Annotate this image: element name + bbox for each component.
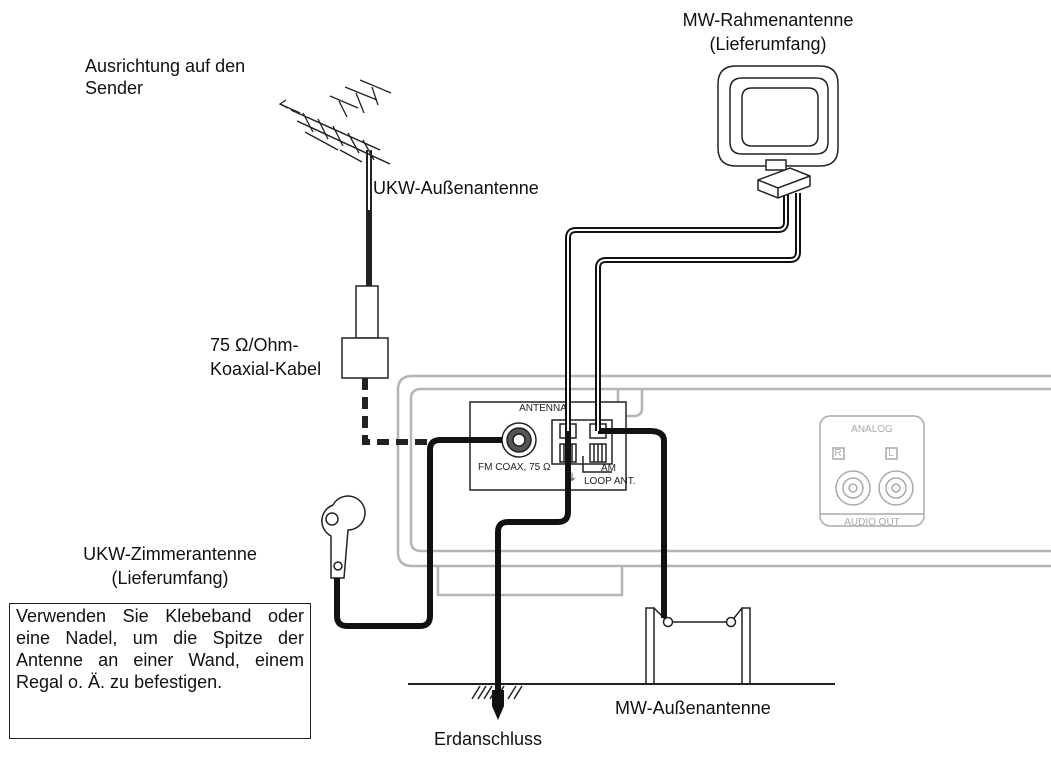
fm-indoor-antenna bbox=[321, 495, 366, 579]
am-label: AM bbox=[601, 463, 616, 474]
fm-coax-jack[interactable] bbox=[501, 422, 537, 458]
orientation-label: Ausrichtung auf den Sender bbox=[85, 56, 246, 98]
mw-loop-antenna bbox=[717, 65, 839, 199]
mw-loop-antenna-label-line2: (Lieferumfang) bbox=[709, 34, 827, 54]
audio-out-label: AUDIO OUT bbox=[844, 517, 900, 528]
mw-outdoor-antenna-label: MW-Außenantenne bbox=[615, 698, 771, 718]
coax-cable-label-line1: 75 Ω/Ohm- bbox=[210, 335, 299, 355]
mounting-note-box: Verwenden Sie Klebeband oder eine Nadel,… bbox=[9, 603, 311, 739]
analog-l-label: L bbox=[888, 448, 894, 459]
cables-inner bbox=[567, 193, 799, 431]
fm-coax-label: FM COAX, 75 Ω bbox=[478, 462, 551, 473]
analog-r-label: R bbox=[834, 448, 841, 459]
antenna-terminal-block: ANTENNA FM COAX, 75 Ω ⏚ AM LOOP ANT. bbox=[469, 401, 636, 491]
antenna-panel-label: ANTENNA bbox=[519, 403, 567, 414]
ground-symbol: ⏚ bbox=[567, 472, 577, 484]
fm-indoor-antenna-label-line2: (Lieferumfang) bbox=[111, 568, 229, 588]
analog-label: ANALOG bbox=[851, 424, 893, 435]
ground-connection-label: Erdanschluss bbox=[434, 729, 543, 749]
am-loop-terminals[interactable] bbox=[551, 419, 613, 473]
analog-audio-out-panel bbox=[819, 415, 925, 527]
mw-loop-antenna-label-line1: MW-Rahmenantenne bbox=[682, 10, 854, 30]
fm-outdoor-antenna-label: UKW-Außenantenne bbox=[373, 178, 539, 198]
coax-cable-label-line2: Koaxial-Kabel bbox=[210, 359, 322, 379]
fm-outdoor-antenna bbox=[278, 79, 432, 445]
fm-indoor-antenna-label-line1: UKW-Zimmerantenne bbox=[83, 544, 257, 564]
ground-spike bbox=[492, 690, 504, 720]
loop-ant-label: LOOP ANT. bbox=[584, 476, 636, 487]
mw-outdoor-antenna bbox=[645, 607, 751, 684]
